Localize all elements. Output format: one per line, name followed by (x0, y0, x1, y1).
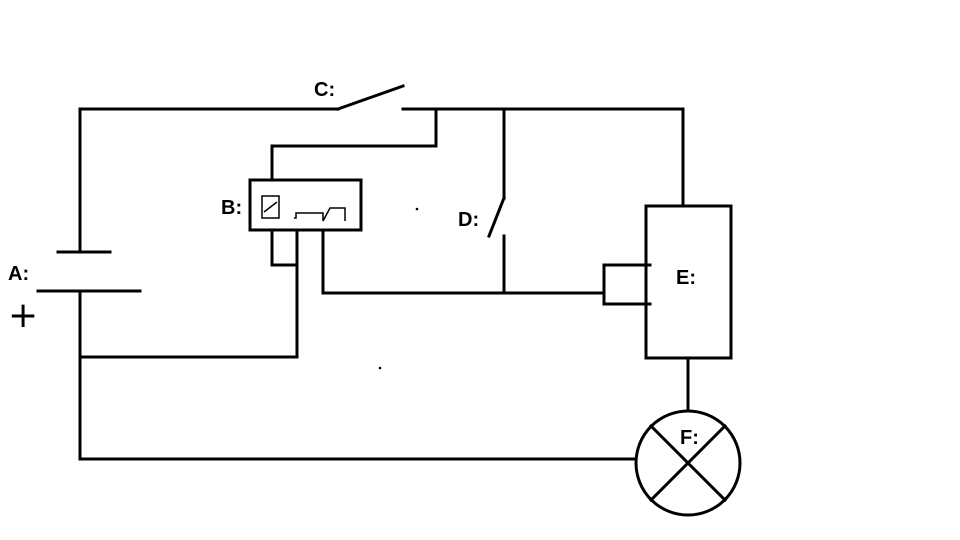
stray-dot (415, 207, 419, 211)
relay-coil-diagonal (263, 201, 278, 213)
wire-battery-bottom (78, 289, 638, 461)
wire-relay-output (321, 228, 606, 295)
wire-top-right (401, 107, 685, 208)
relay-coil-symbol (261, 195, 280, 219)
label-lamp-f: F: (680, 427, 699, 449)
switch-c-blade (336, 84, 405, 111)
wire-relay-ground (78, 228, 299, 359)
wire-relay-coil-ground (270, 228, 299, 267)
label-relay-b: B: (221, 197, 242, 219)
relay-contact-symbol (294, 207, 346, 222)
polarity-plus-sign: + (8, 295, 38, 336)
wire-top-left (78, 107, 340, 254)
lamp-f-circle (634, 409, 742, 517)
label-switch-d: D: (458, 209, 479, 231)
stray-dot (378, 366, 382, 370)
label-module-e: E: (676, 267, 696, 289)
label-switch-c: C: (314, 79, 335, 101)
relay-b-box (248, 178, 363, 232)
module-e-connector (602, 263, 652, 306)
switch-d-blade (487, 196, 506, 238)
wire-to-relay-coil (270, 107, 438, 182)
lamp-f-cross-b (648, 423, 728, 503)
label-battery-a: A: (8, 263, 29, 285)
